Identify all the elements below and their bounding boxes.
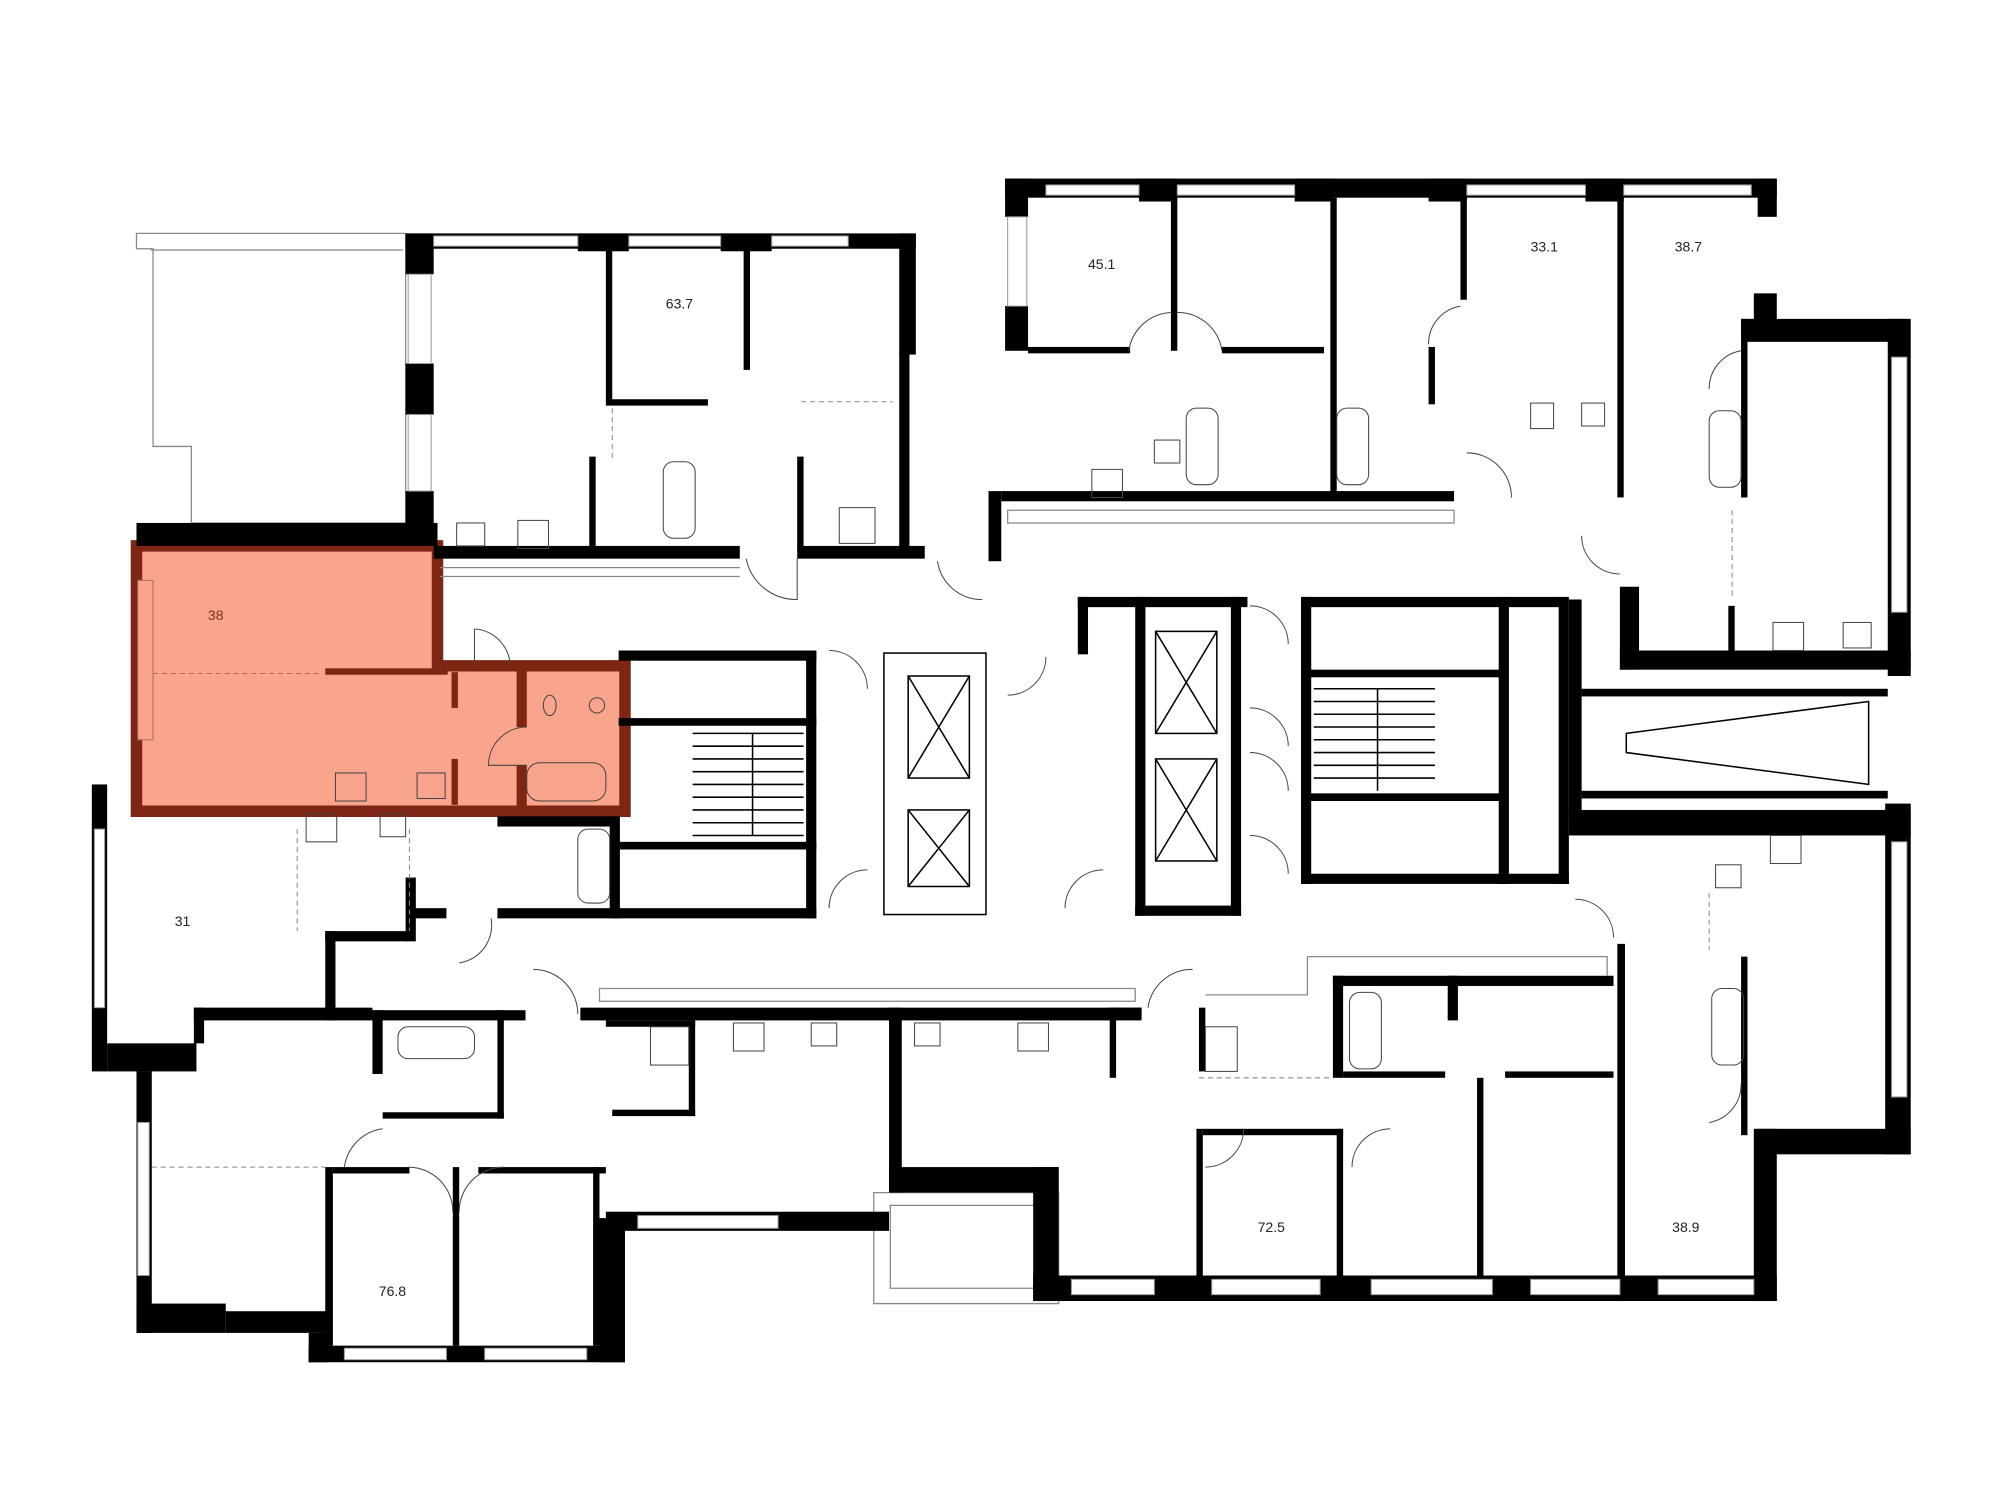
area-label-33-1[interactable]: 33.1 xyxy=(1531,238,1558,254)
stairs-right xyxy=(1313,688,1435,791)
stove-icon xyxy=(305,402,1805,1052)
stairs-left xyxy=(692,732,804,837)
bathtub-icon xyxy=(1336,407,1370,486)
sink-icon xyxy=(379,402,1872,1072)
bathtub-icon xyxy=(662,461,696,539)
windows xyxy=(93,184,1908,1361)
area-label-72-5[interactable]: 72.5 xyxy=(1258,1219,1285,1235)
elevator-icon xyxy=(1154,630,1218,862)
bathtub-icon xyxy=(1185,407,1219,486)
fixtures xyxy=(305,402,1872,1072)
bathtub-icon xyxy=(397,1026,475,1060)
area-label-31[interactable]: 31 xyxy=(175,913,191,929)
bathtub-icon xyxy=(1708,410,1742,488)
area-label-63-7[interactable]: 63.7 xyxy=(666,296,693,312)
doors xyxy=(343,305,1742,1212)
area-labels: 38 63.7 45.1 33.1 38.7 31 76.8 72.5 38.9 xyxy=(175,238,1702,1299)
corridor-lines xyxy=(151,401,1733,1168)
area-label-38-9[interactable]: 38.9 xyxy=(1672,1219,1699,1235)
bathtub-icon xyxy=(577,828,611,904)
apartment-38-highlighted[interactable] xyxy=(130,540,631,817)
core xyxy=(618,596,1888,919)
area-label-38-7[interactable]: 38.7 xyxy=(1675,238,1702,254)
area-label-45-1[interactable]: 45.1 xyxy=(1088,256,1115,272)
area-label-38[interactable]: 38 xyxy=(208,607,224,623)
bathtub-icon xyxy=(1348,991,1382,1070)
ventilation-shaft xyxy=(1581,688,1888,799)
bathtub-icon xyxy=(1711,988,1745,1066)
elevator-icon xyxy=(907,675,971,888)
area-label-76-8[interactable]: 76.8 xyxy=(379,1283,406,1299)
